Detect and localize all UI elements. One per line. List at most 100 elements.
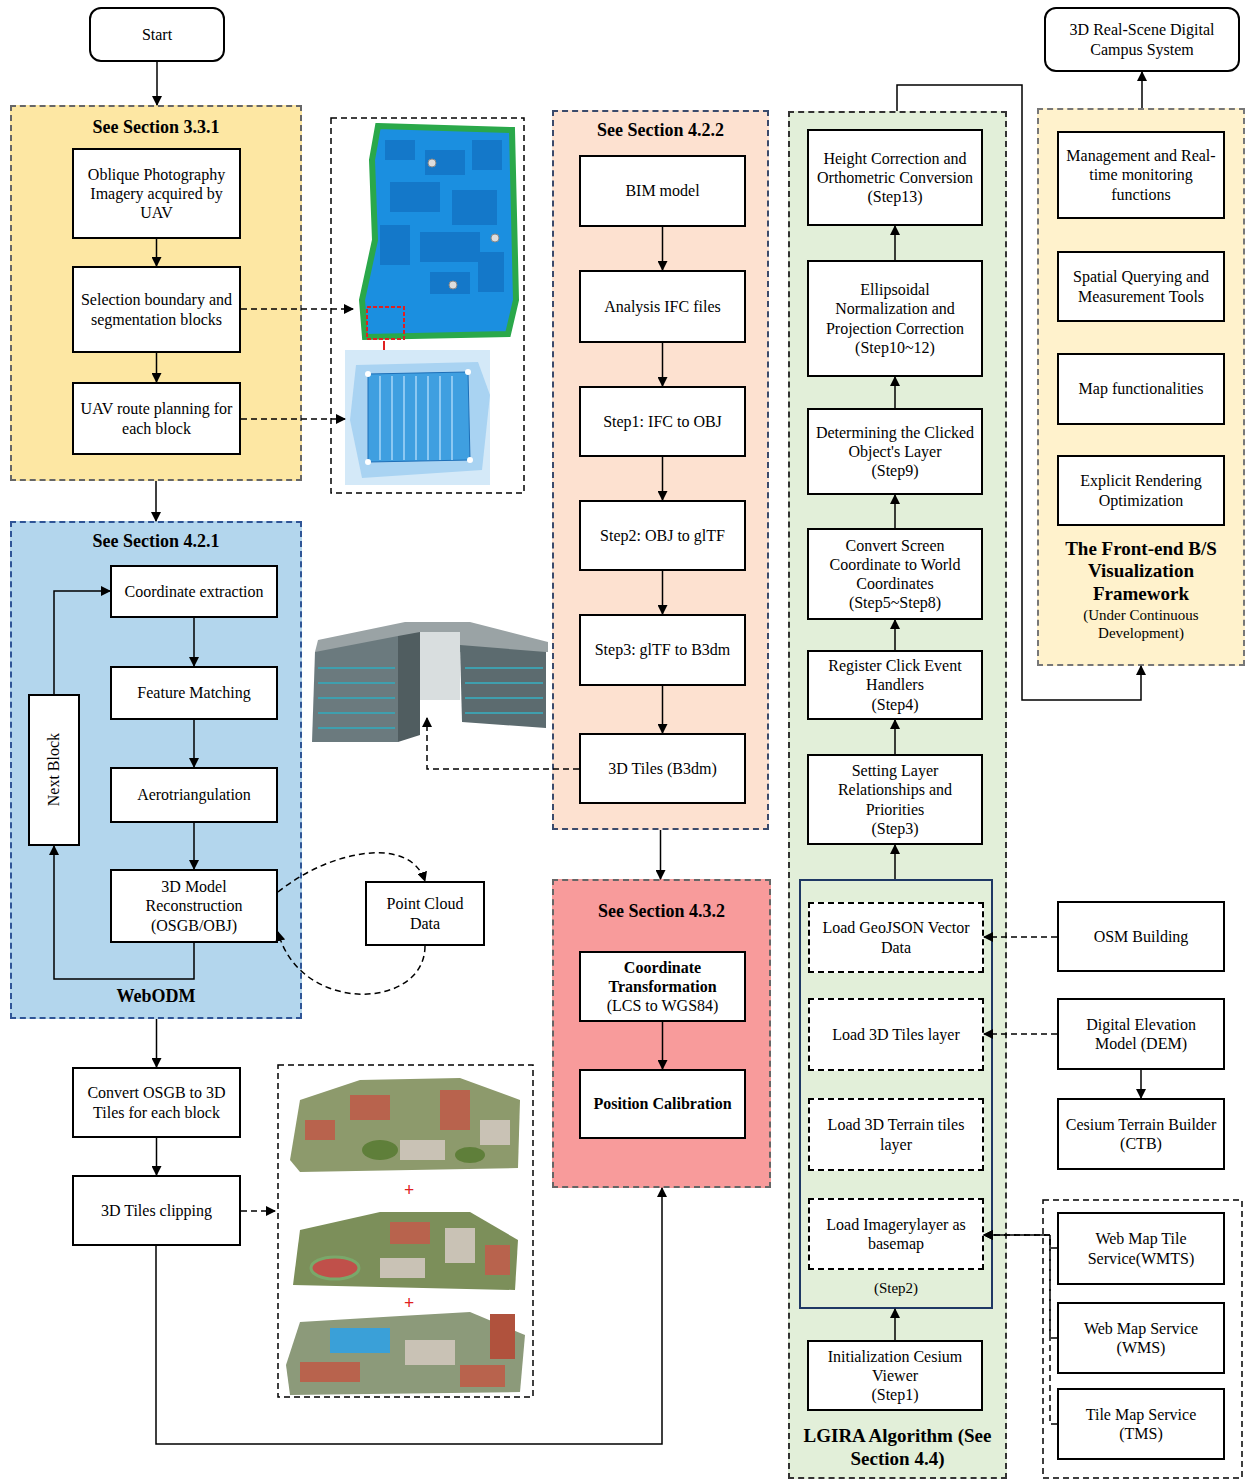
node-text: 3D Tiles clipping xyxy=(101,1201,212,1220)
node-text: Step1: IFC to OBJ xyxy=(603,412,722,431)
node-text: Load Imagerylayer as basemap xyxy=(815,1215,977,1253)
process-box: Coordinate extraction xyxy=(110,565,278,618)
sports-track xyxy=(311,1257,359,1279)
process-box: 3D Model Reconstruction(OSGB/OBJ) xyxy=(110,869,278,943)
node-text: Convert OSGB to 3D Tiles for each block xyxy=(79,1083,234,1121)
section-panel: See Section 3.3.1Oblique Photography Ima… xyxy=(10,105,302,481)
layer-box: Load 3D Tiles layer xyxy=(808,998,984,1071)
bim-building xyxy=(420,632,460,700)
trees xyxy=(455,1147,485,1163)
text-group: LGIRA Algorithm (See Section 4.4) xyxy=(794,1425,1001,1471)
process-box: Step2: OBJ to glTF xyxy=(579,500,746,571)
node-text: 3D Model Reconstruction xyxy=(117,877,271,915)
building xyxy=(400,1140,445,1160)
building xyxy=(480,1120,510,1145)
node-text: Tile Map Service (TMS) xyxy=(1064,1405,1218,1443)
node-text: OSM Building xyxy=(1094,927,1189,946)
layer-box: Load 3D Terrain tiles layer xyxy=(808,1098,984,1171)
node-text: Management and Real-time monitoring func… xyxy=(1064,146,1218,204)
map-block xyxy=(478,252,504,292)
process-box: 3D Tiles clipping xyxy=(72,1175,241,1246)
node-text: Selection boundary and segmentation bloc… xyxy=(79,290,234,328)
process-box: Register Click Event Handlers(Step4) xyxy=(807,650,983,720)
flight-lines xyxy=(380,376,452,460)
node-text: Next Block xyxy=(44,733,63,806)
node-text: Coordinate Transformation xyxy=(586,958,739,996)
map-marker xyxy=(428,159,436,167)
campus-buildings xyxy=(305,1090,510,1163)
building xyxy=(300,1362,360,1382)
process-box: Tile Map Service (TMS) xyxy=(1057,1388,1225,1460)
map-block xyxy=(420,232,480,262)
map-block xyxy=(472,140,502,170)
building xyxy=(305,1120,335,1140)
text-group: The Front-end B/S Visualization Framewor… xyxy=(1043,538,1239,642)
bim-building xyxy=(460,645,546,728)
building xyxy=(380,1258,425,1278)
node-text: Feature Matching xyxy=(137,683,250,702)
text-group: See Section 4.2.2 xyxy=(558,120,763,142)
waypoint xyxy=(365,459,371,465)
layer-box: Load GeoJSON Vector Data xyxy=(808,902,984,973)
bim-windows xyxy=(318,668,543,728)
region-heading: (Step2) xyxy=(805,1279,987,1297)
building xyxy=(460,1365,505,1387)
process-box: Feature Matching xyxy=(110,666,278,720)
region-heading: See Section 4.3.2 xyxy=(558,901,765,923)
node-text: (Step4) xyxy=(871,695,918,714)
layer-box: Load Imagerylayer as basemap xyxy=(808,1198,984,1270)
map-blocks xyxy=(380,140,504,294)
node-text: Height Correction and Orthometric Conver… xyxy=(814,149,976,187)
process-box: Web Map Tile Service(WMTS) xyxy=(1057,1212,1225,1285)
node-text: Register Click Event Handlers xyxy=(814,656,976,694)
campus-tile xyxy=(293,1212,518,1290)
process-box: Convert OSGB to 3D Tiles for each block xyxy=(72,1067,241,1138)
leader-arrow xyxy=(241,1210,275,1212)
building xyxy=(390,1222,430,1244)
route-block xyxy=(368,372,470,462)
process-box: Oblique Photography Imagery acquired by … xyxy=(72,148,241,239)
campus-buildings xyxy=(300,1314,515,1387)
node-text: Web Map Service (WMS) xyxy=(1064,1319,1218,1357)
building xyxy=(485,1245,510,1275)
process-box: Next Block xyxy=(28,694,80,846)
terminal-box: Start xyxy=(89,7,225,62)
node-text: (Step10~12) xyxy=(855,338,935,357)
connector xyxy=(156,62,158,105)
process-box: Map functionalities xyxy=(1057,353,1225,425)
section-panel: See Section 4.2.2BIM modelAnalysis IFC f… xyxy=(552,110,769,830)
campus-tile xyxy=(286,1312,525,1395)
process-box: Aerotriangulation xyxy=(110,767,278,823)
node-text: Initialization Cesium Viewer xyxy=(814,1347,976,1385)
region-heading: (Under Continuous Development) xyxy=(1043,606,1239,642)
process-box: Coordinate Transformation(LCS to WGS84) xyxy=(579,951,746,1022)
node-text: UAV route planning for each block xyxy=(79,399,234,437)
campus-tile xyxy=(290,1078,520,1172)
node-text: Load GeoJSON Vector Data xyxy=(815,918,977,956)
image-frame xyxy=(331,118,524,493)
text-group: (Step2) xyxy=(805,1279,987,1297)
region-heading: LGIRA Algorithm (See Section 4.4) xyxy=(794,1425,1001,1471)
region-heading: See Section 4.2.2 xyxy=(558,120,763,142)
image-frame xyxy=(278,1065,533,1397)
node-text: Ellipsoidal Normalization and Projection… xyxy=(814,280,976,338)
node-text: Spatial Querying and Measurement Tools xyxy=(1064,267,1218,305)
bim-building xyxy=(398,632,420,742)
service-group xyxy=(1043,1200,1242,1478)
map-block xyxy=(385,140,415,160)
map-marker xyxy=(491,234,499,242)
section-panel: See Section 4.3.2Coordinate Transformati… xyxy=(552,879,771,1188)
node-text: (Step13) xyxy=(867,187,922,206)
node-text: 3D Tiles (B3dm) xyxy=(608,759,716,778)
region-heading: See Section 3.3.1 xyxy=(16,117,296,139)
process-box: Spatial Querying and Measurement Tools xyxy=(1057,251,1225,322)
region-heading: See Section 4.2.1 xyxy=(16,531,296,553)
node-text: Web Map Tile Service(WMTS) xyxy=(1064,1229,1218,1267)
region-heading: The Front-end B/S Visualization Framewor… xyxy=(1043,538,1239,606)
process-box: Position Calibration xyxy=(579,1069,746,1139)
terminal-box: 3D Real-Scene Digital Campus System xyxy=(1044,7,1240,72)
node-text: (Step9) xyxy=(871,461,918,480)
text-group: See Section 4.3.2 xyxy=(558,901,765,923)
process-box: Web Map Service (WMS) xyxy=(1057,1302,1225,1374)
